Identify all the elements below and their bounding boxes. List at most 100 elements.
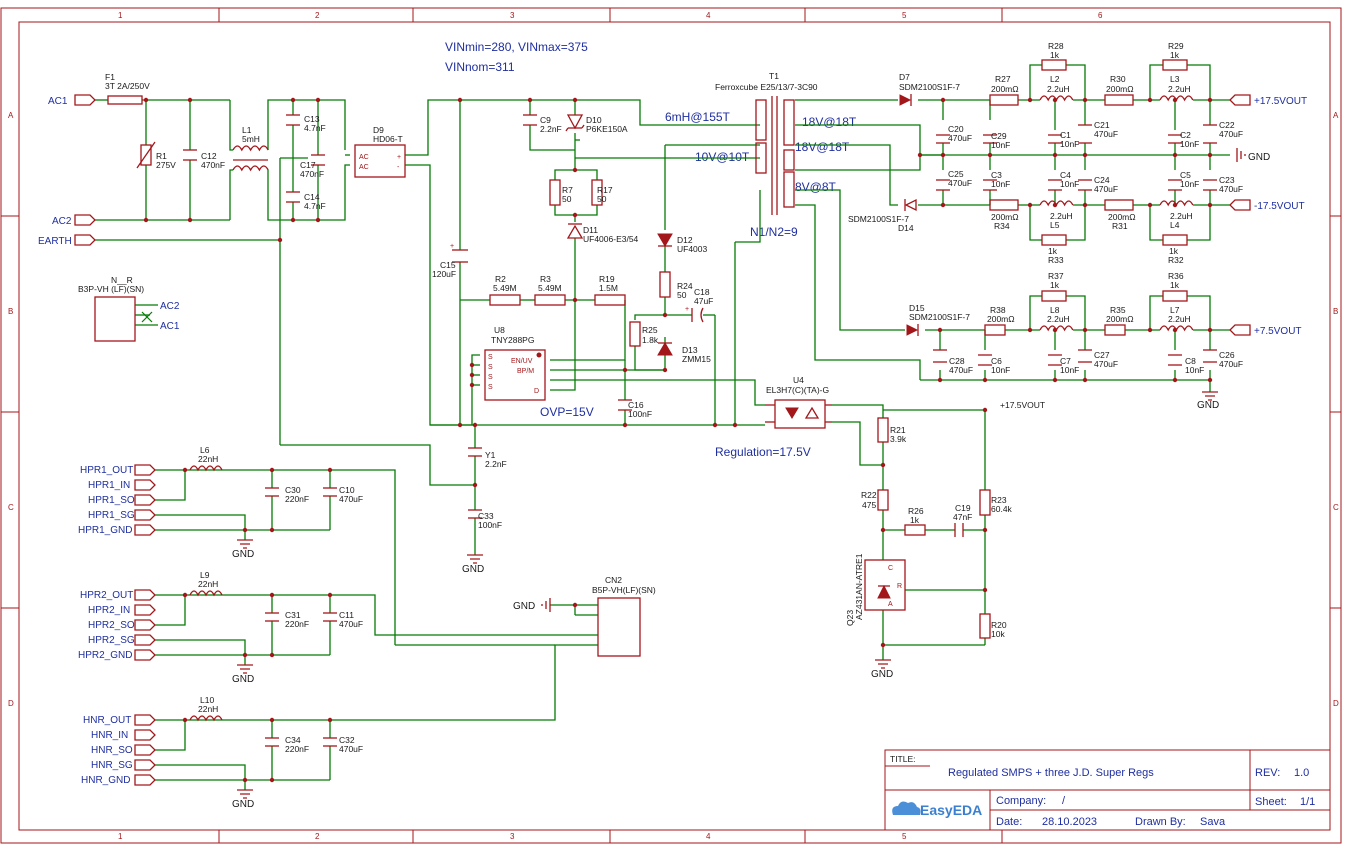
val-l9: 22nH xyxy=(198,579,218,589)
port-out-7v5: +7.5VOUT xyxy=(1254,326,1302,337)
val-c5: 10nF xyxy=(1180,179,1199,189)
ref-c26: C26 xyxy=(1219,350,1235,360)
gnd-label-right: GND xyxy=(1248,152,1270,163)
tny288-symbol xyxy=(484,349,546,401)
val-d9: HD06-T xyxy=(373,134,403,144)
ref-r32: R32 xyxy=(1168,255,1184,265)
ref-l9: L9 xyxy=(200,570,210,580)
gnd-label-q23: GND xyxy=(871,669,893,680)
val-c17: 470nF xyxy=(300,169,324,179)
val-r22: 475 xyxy=(862,500,876,510)
port-hpr1-out: HPR1_OUT xyxy=(80,465,133,476)
ref-c19: C19 xyxy=(955,503,971,513)
note-sec1-winding: 18V@18T xyxy=(802,115,857,129)
ref-c32: C32 xyxy=(339,735,355,745)
ref-c15: C15 xyxy=(440,260,456,270)
val-u4: EL3H7(C)(TA)-G xyxy=(766,385,829,395)
val-c8: 10nF xyxy=(1185,365,1204,375)
ref-r21: R21 xyxy=(890,425,906,435)
ground-icon xyxy=(467,554,483,564)
ref-c25: C25 xyxy=(948,169,964,179)
grid-col-1-bottom: 1 xyxy=(118,832,123,841)
grid-labels: 1 2 3 4 5 6 1 2 3 4 5 A B C D A B C D xyxy=(8,11,1339,841)
grid-col-4-bottom: 4 xyxy=(706,832,711,841)
ref-u8: U8 xyxy=(494,325,505,335)
val-l8: 2.2uH xyxy=(1047,314,1070,324)
val-c21: 470uF xyxy=(1094,129,1118,139)
ref-cn2: CN2 xyxy=(605,575,622,585)
ref-c24: C24 xyxy=(1094,175,1110,185)
ground-symbols xyxy=(237,148,1246,799)
optocoupler-symbol xyxy=(774,399,826,429)
note-vin-range: VINmin=280, VINmax=375 xyxy=(445,40,588,54)
val-l7: 2.2uH xyxy=(1168,314,1191,324)
val-c20: 470uF xyxy=(948,133,972,143)
note-ovp: OVP=15V xyxy=(540,405,594,419)
ref-c11: C11 xyxy=(339,610,354,620)
ref-r26: R26 xyxy=(908,506,924,516)
d9-pin-ac2: AC xyxy=(359,164,369,171)
val-c30: 220nF xyxy=(285,494,309,504)
val-d13: ZMM15 xyxy=(682,354,711,364)
val-r23: 60.4k xyxy=(991,504,1013,514)
val-c10: 470uF xyxy=(339,494,363,504)
ref-c3: C3 xyxy=(991,170,1002,180)
port-hpr2-so: HPR2_SO xyxy=(88,620,135,631)
sheet-label: Sheet: xyxy=(1255,796,1287,808)
ref-c29: C29 xyxy=(991,131,1007,141)
ref-d14: D14 xyxy=(898,223,914,233)
val-d12: UF4003 xyxy=(677,244,708,254)
val-n-r: B3P-VH (LF)(SN) xyxy=(78,284,144,294)
svg-text:+: + xyxy=(685,306,689,313)
ref-c1: C1 xyxy=(1060,130,1071,140)
port-out-plus: +17.5VOUT xyxy=(1254,96,1307,107)
shunt-regulator-symbol xyxy=(864,559,906,611)
val-r3: 5.49M xyxy=(538,283,562,293)
val-c11: 470uF xyxy=(339,619,363,629)
val-r38: 200mΩ xyxy=(987,314,1015,324)
val-c12: 470nF xyxy=(201,160,225,170)
ref-c14: C14 xyxy=(304,192,320,202)
val-r29: 1k xyxy=(1170,50,1180,60)
ref-c4: C4 xyxy=(1060,170,1071,180)
ref-c12: C12 xyxy=(201,151,217,161)
val-r17: 50 xyxy=(597,194,607,204)
val-l6: 22nH xyxy=(198,454,218,464)
ground-icon xyxy=(1202,391,1218,401)
u8-pin-en: EN/UV xyxy=(511,358,533,365)
ref-r29: R29 xyxy=(1168,41,1184,51)
ref-r24: R24 xyxy=(677,281,693,291)
val-d11: UF4006-E3/54 xyxy=(583,234,639,244)
ref-d7: D7 xyxy=(899,72,910,82)
ref-q23: Q23 xyxy=(845,610,855,626)
gnd-label-cn2: GND xyxy=(513,601,535,612)
ref-c27: C27 xyxy=(1094,350,1110,360)
ground-icon xyxy=(1236,148,1246,162)
ref-f1: F1 xyxy=(105,72,115,82)
title-block: TITLE: Regulated SMPS + three J.D. Super… xyxy=(884,749,1331,831)
date-value: 28.10.2023 xyxy=(1042,816,1097,828)
ref-c2: C2 xyxy=(1180,130,1191,140)
val-r20: 10k xyxy=(991,629,1005,639)
ref-c16: C16 xyxy=(628,400,644,410)
port-hpr2-in: HPR2_IN xyxy=(88,605,130,616)
q23-pin-c: C xyxy=(888,565,893,572)
note-regulation: Regulation=17.5V xyxy=(715,445,811,459)
note-turns-ratio: N1/N2=9 xyxy=(750,225,798,239)
rev-label: REV: xyxy=(1255,767,1280,779)
cn2-connector-symbol xyxy=(597,597,641,657)
logo-text: EasyEDA xyxy=(920,802,982,818)
val-c2: 10nF xyxy=(1180,139,1199,149)
val-c1: 10nF xyxy=(1060,139,1079,149)
port-hnr-so: HNR_SO xyxy=(91,745,133,756)
n-r-pin-ac1: AC1 xyxy=(160,321,180,332)
val-c26: 470uF xyxy=(1219,359,1243,369)
ref-d10: D10 xyxy=(586,115,602,125)
cloud-icon xyxy=(892,801,921,815)
varistor-symbol xyxy=(140,144,152,166)
val-r37: 1k xyxy=(1050,280,1060,290)
ref-c28: C28 xyxy=(949,356,965,366)
ref-r31: R31 xyxy=(1112,221,1128,231)
val-c3: 10nF xyxy=(991,179,1010,189)
